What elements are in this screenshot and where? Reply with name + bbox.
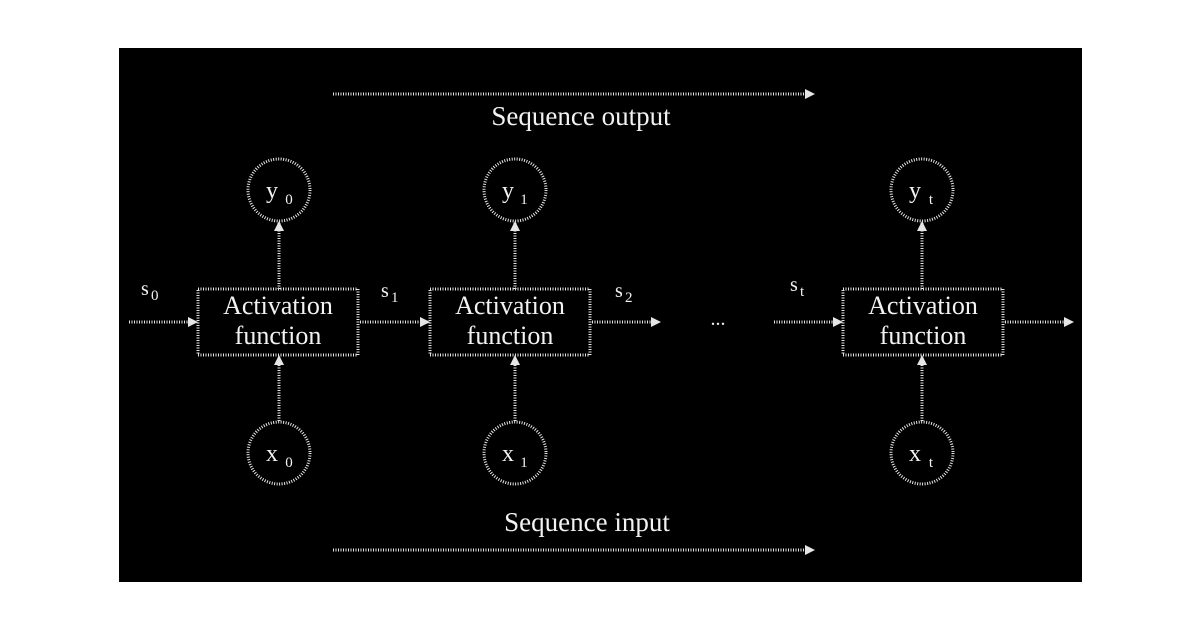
output-node-1-sub: 1 (520, 192, 528, 208)
state-0-sub: 0 (151, 288, 159, 304)
sequence-input-label: Sequence input (504, 507, 670, 537)
sequence-output-label: Sequence output (491, 101, 671, 131)
output-node-t-label: y (909, 178, 921, 204)
input-node-t-label: x (909, 441, 921, 467)
state-t-sub: t (800, 284, 805, 300)
rnn-diagram: Sequence output Sequence input Activatio… (119, 48, 1082, 582)
output-node-1 (484, 159, 546, 221)
input-node-0-sub: 0 (285, 455, 293, 471)
input-node-0-label: x (266, 441, 278, 467)
input-node-1-label: x (502, 441, 514, 467)
activation-box-1-line2: function (467, 321, 554, 350)
output-node-0 (248, 159, 310, 221)
state-t-label: s (790, 274, 798, 296)
activation-box-1-line1: Activation (455, 291, 565, 320)
output-node-t-sub: t (929, 192, 934, 208)
input-node-0 (248, 422, 310, 484)
input-node-1 (484, 422, 546, 484)
activation-box-t-line1: Activation (868, 291, 978, 320)
input-node-t (891, 422, 953, 484)
output-node-0-label: y (266, 178, 278, 204)
activation-box-0-line1: Activation (223, 291, 333, 320)
activation-box-0-line2: function (235, 321, 322, 350)
activation-box-t-line2: function (880, 321, 967, 350)
state-0-label: s (141, 278, 149, 300)
state-1-sub: 1 (391, 290, 399, 306)
diagram-canvas: Sequence output Sequence input Activatio… (119, 48, 1082, 582)
input-node-1-sub: 1 (520, 455, 528, 471)
state-2-label: s (615, 280, 623, 302)
output-node-t (891, 159, 953, 221)
state-1-label: s (381, 280, 389, 302)
output-node-1-label: y (502, 178, 514, 204)
state-2-sub: 2 (625, 290, 633, 306)
output-node-0-sub: 0 (285, 192, 293, 208)
input-node-t-sub: t (929, 455, 934, 471)
ellipsis: ... (711, 308, 726, 330)
rnn-cell-t: Activation function y t x t s t (774, 159, 1072, 484)
rnn-cell-1: Activation function y 1 x 1 s 1 s 2 (360, 159, 659, 484)
rnn-cell-0: Activation function y 0 x 0 s 0 (129, 159, 358, 484)
